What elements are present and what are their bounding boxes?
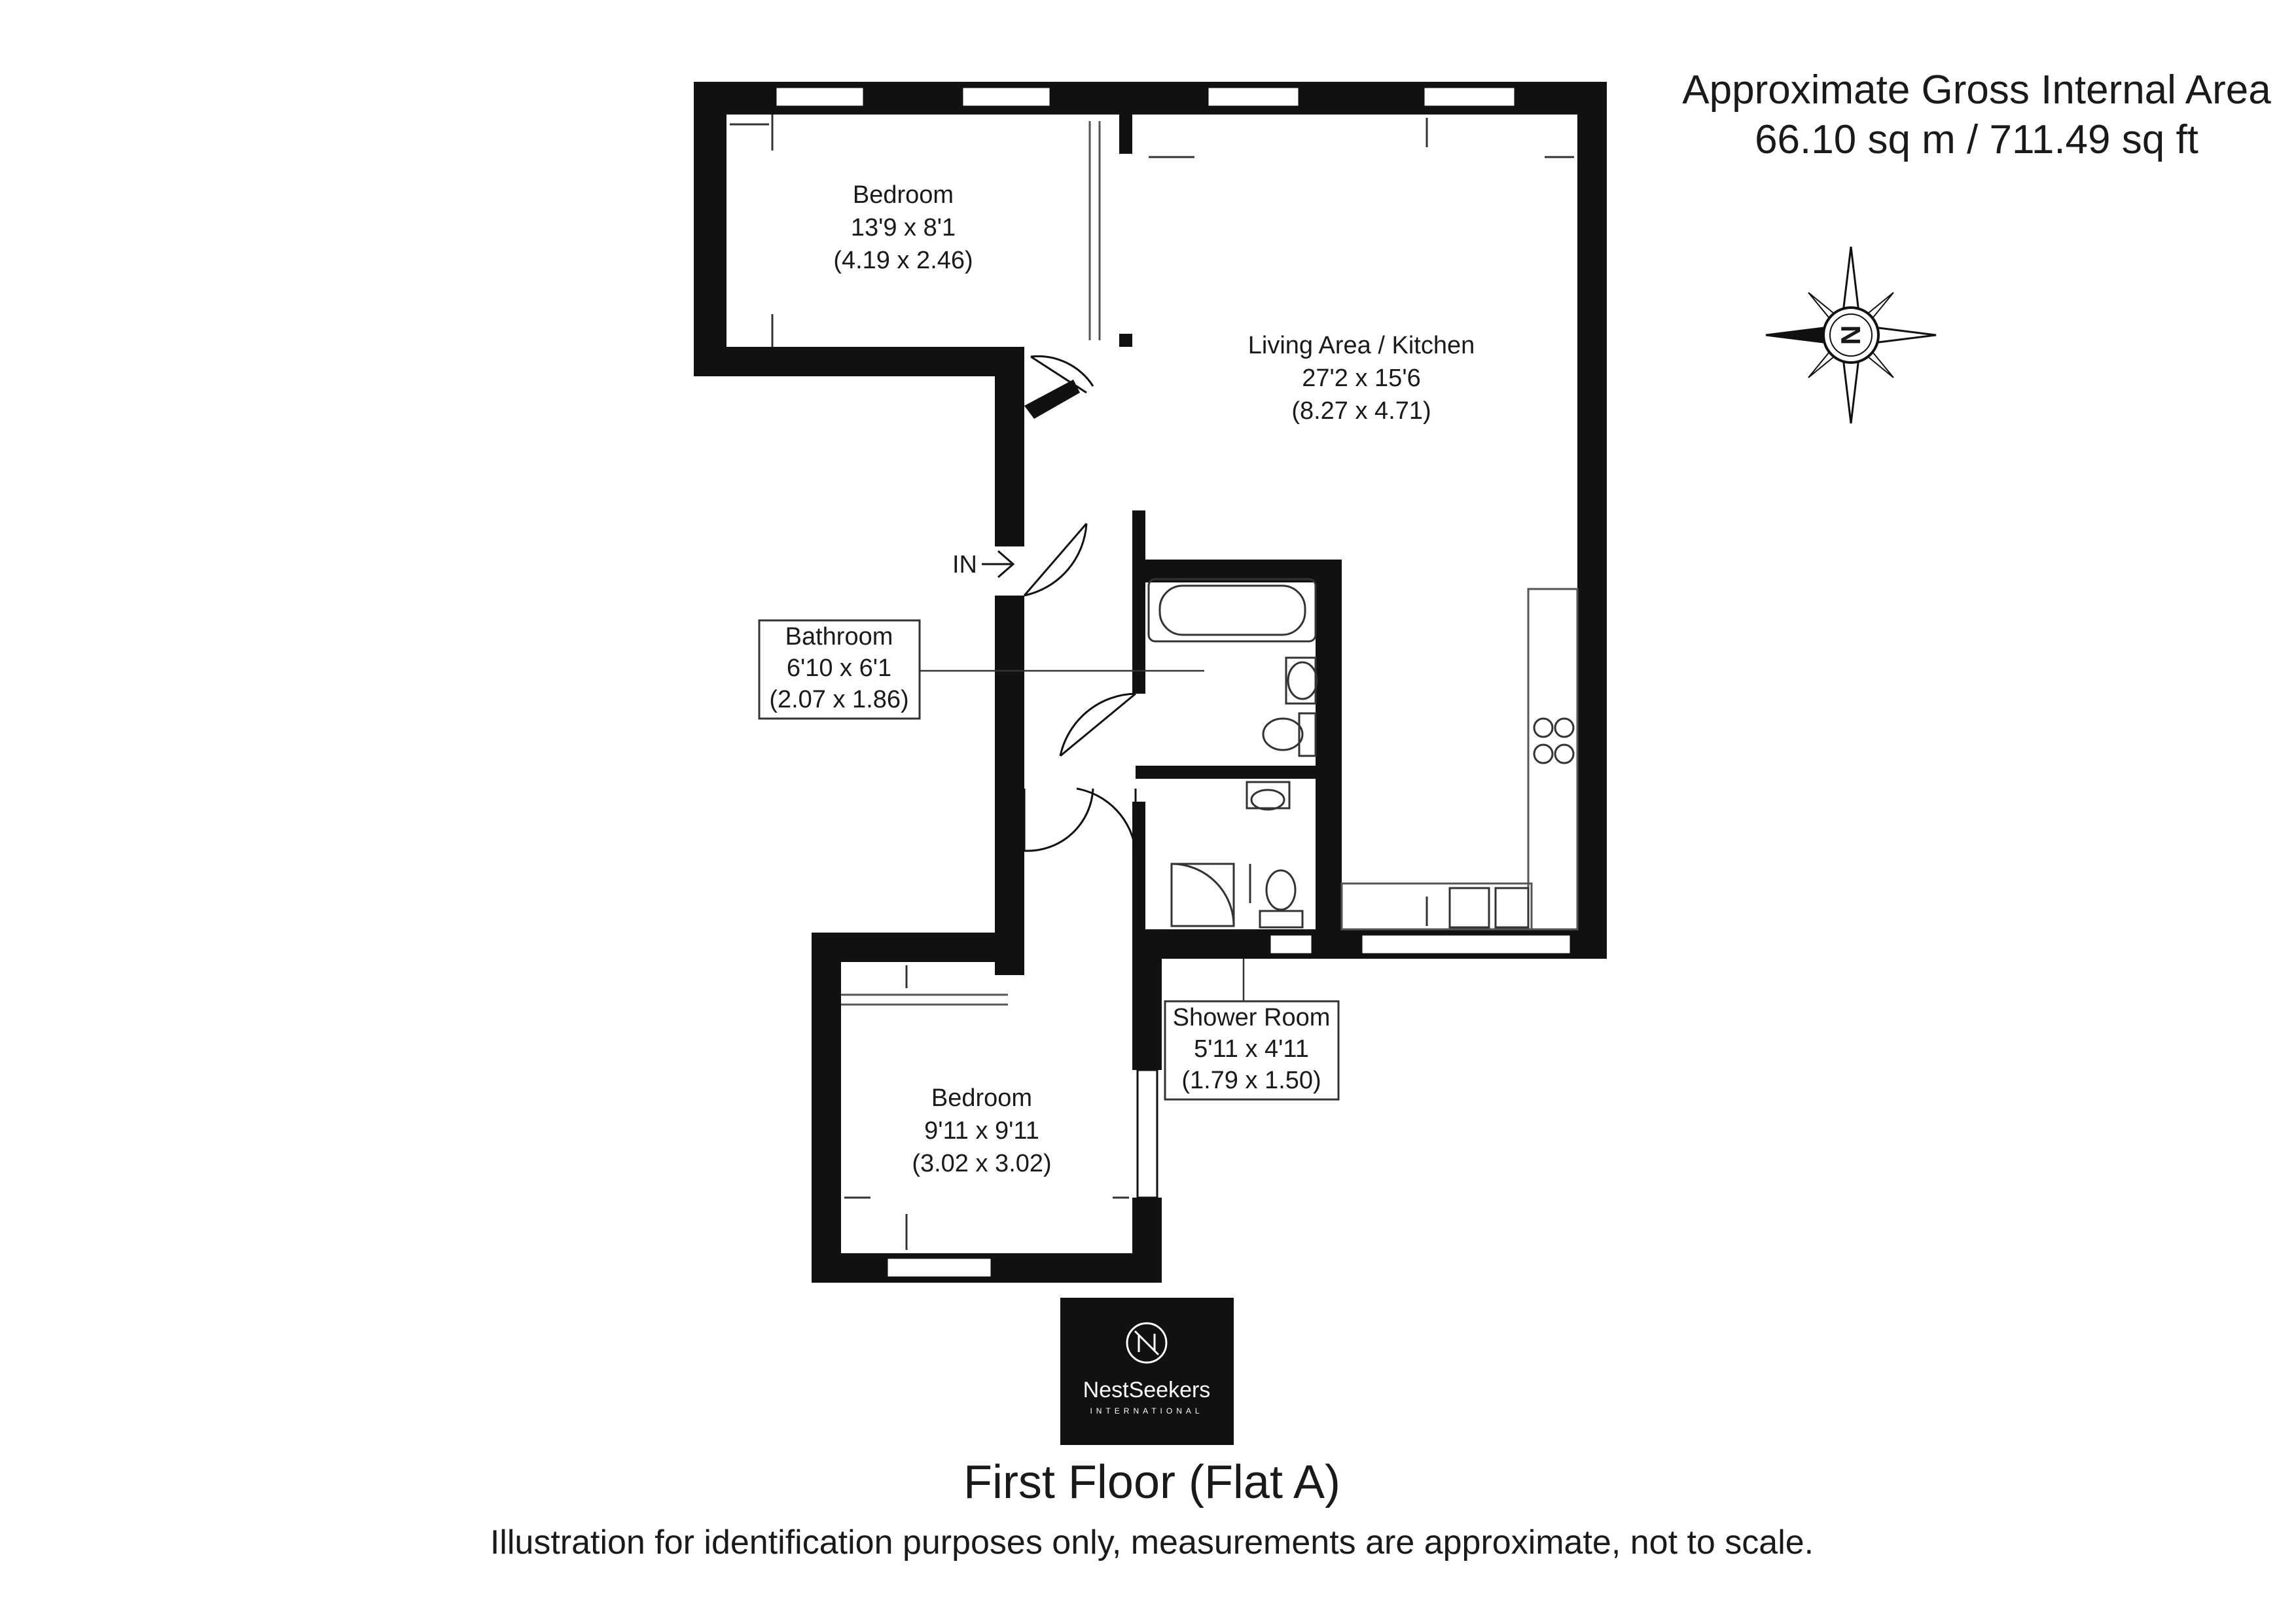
- entrance-label: IN: [952, 551, 977, 579]
- bathroom-metric: (2.07 x 1.86): [769, 686, 908, 713]
- bedroom-2-metric: (3.02 x 3.02): [912, 1150, 1051, 1177]
- bath-icon: [1147, 578, 1317, 643]
- entrance-marker: IN: [952, 550, 1015, 579]
- living-metric: (8.27 x 4.71): [1291, 397, 1431, 425]
- room-living-kitchen: Living Area / Kitchen 27'2 x 15'6 (8.27 …: [1248, 332, 1475, 425]
- bathroom-imperial: 6'10 x 6'1: [787, 654, 891, 682]
- entrance-arrow-icon: [982, 550, 1015, 579]
- dimension-arrows: [730, 115, 1574, 1250]
- leader-lines: [920, 669, 1245, 1001]
- doors: [1023, 355, 1137, 852]
- shower-basin-icon: [1246, 781, 1291, 811]
- sink-icon: [1448, 887, 1530, 929]
- basin-icon: [1285, 656, 1318, 705]
- bedroom-2-imperial: 9'11 x 9'11: [924, 1117, 1039, 1145]
- bathroom-name: Bathroom: [785, 623, 893, 651]
- living-name: Living Area / Kitchen: [1248, 332, 1475, 359]
- room-shower: Shower Room 5'11 x 4'11 (1.79 x 1.50): [1164, 1000, 1340, 1101]
- bedroom-1-metric: (4.19 x 2.46): [833, 247, 973, 274]
- windows: [774, 86, 1572, 1279]
- compass-icon: N: [1765, 246, 1937, 424]
- nestseekers-logo: NestSeekers INTERNATIONAL: [1060, 1298, 1234, 1445]
- shower-name: Shower Room: [1173, 1004, 1331, 1031]
- shower-tray-icon: [1170, 863, 1235, 927]
- gross-area-title: Approximate Gross Internal Area: [1682, 67, 2271, 113]
- shower-toilet-icon: [1259, 869, 1304, 929]
- toilet-icon: [1262, 712, 1317, 757]
- shower-imperial: 5'11 x 4'11: [1194, 1035, 1309, 1063]
- fittings: [841, 121, 1579, 1006]
- room-bathroom: Bathroom 6'10 x 6'1 (2.07 x 1.86): [758, 619, 921, 720]
- floor-title: First Floor (Flat A): [963, 1456, 1341, 1508]
- disclaimer: Illustration for identification purposes…: [490, 1524, 1814, 1561]
- compass-letter: N: [1835, 325, 1866, 345]
- bedroom-1-name: Bedroom: [853, 181, 954, 209]
- logo-sub: INTERNATIONAL: [1090, 1406, 1203, 1416]
- logo-emblem-icon: [1126, 1322, 1168, 1364]
- hob-icon: [1533, 717, 1575, 764]
- bedroom-2-name: Bedroom: [931, 1084, 1032, 1112]
- gross-area-value: 66.10 sq m / 711.49 sq ft: [1755, 117, 2198, 162]
- bedroom-1-imperial: 13'9 x 8'1: [851, 214, 956, 241]
- room-bedroom-2: Bedroom 9'11 x 9'11 (3.02 x 3.02): [912, 1084, 1051, 1177]
- shower-metric: (1.79 x 1.50): [1181, 1067, 1321, 1094]
- gross-area: Approximate Gross Internal Area 66.10 sq…: [1584, 65, 2296, 165]
- living-imperial: 27'2 x 15'6: [1302, 365, 1420, 392]
- room-bedroom-1: Bedroom 13'9 x 8'1 (4.19 x 2.46): [833, 181, 973, 274]
- logo-wordmark: NestSeekers: [1083, 1378, 1211, 1402]
